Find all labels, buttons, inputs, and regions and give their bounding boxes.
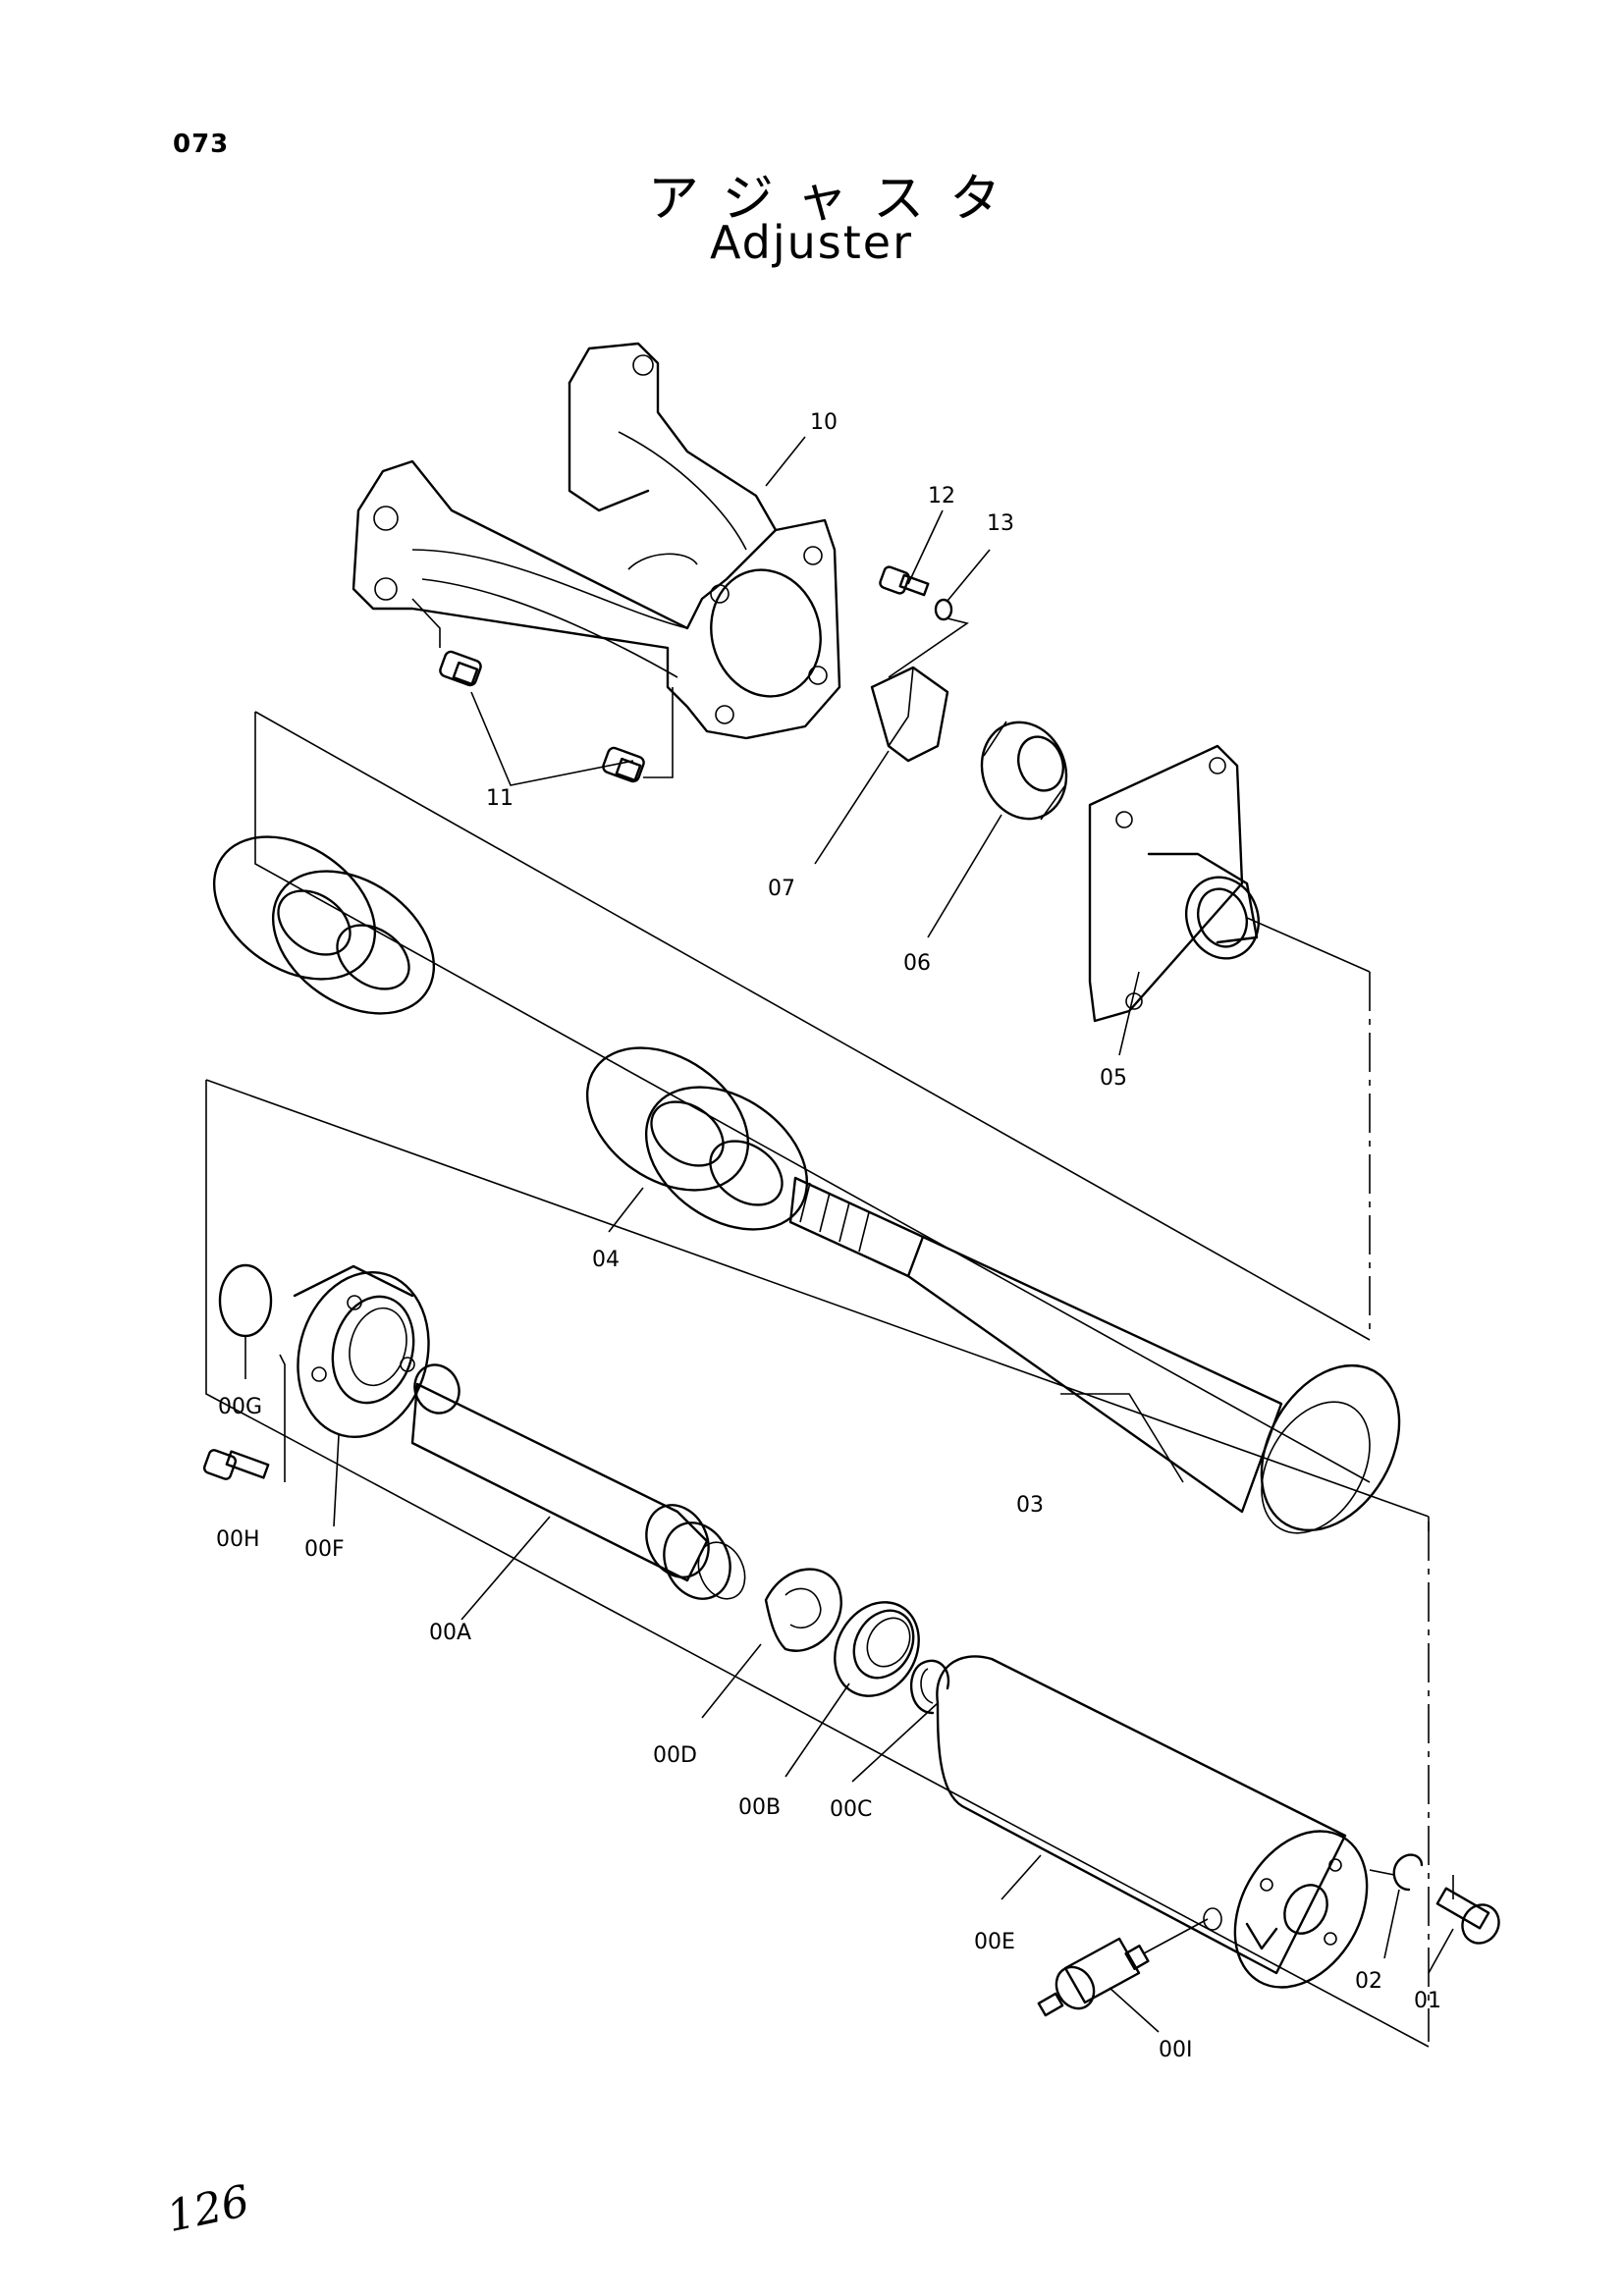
label-00E: 00E (974, 1930, 1015, 1954)
label-00A: 00A (429, 1621, 471, 1645)
label-11: 11 (486, 786, 514, 811)
label-06: 06 (903, 951, 931, 976)
label-12: 12 (928, 484, 955, 508)
rod-part-00A (410, 1363, 746, 1621)
seal-part-00B (784, 1601, 920, 1778)
spring-part-04 (212, 835, 809, 1231)
assembly-lines (205, 711, 1430, 2048)
leader-lines (244, 436, 1140, 1527)
title-japanese: アジャスタ (647, 170, 1027, 229)
title-english: Adjuster (709, 216, 913, 269)
valve-part-00I (1037, 1918, 1209, 2033)
plate-part-07 (870, 666, 949, 763)
bolt-part-00H (202, 1354, 286, 1482)
ring-part-00D (701, 1568, 842, 1719)
rod-part-03 (788, 1176, 1401, 1534)
label-00B: 00B (738, 1795, 781, 1820)
bolt-part-01 (1428, 1875, 1500, 1974)
label-00D: 00D (653, 1743, 697, 1768)
snap-ring-part-00C (851, 1659, 950, 1783)
bolt-part-12 (879, 565, 930, 597)
bolt-part-11 (411, 598, 674, 786)
label-00H: 00H (216, 1527, 260, 1552)
part-labels: 10 12 13 11 07 06 05 04 03 00G 00H 00F 0… (216, 410, 1441, 2062)
label-13: 13 (987, 511, 1014, 536)
label-00F: 00F (304, 1537, 345, 1562)
label-00G: 00G (218, 1395, 262, 1419)
label-04: 04 (592, 1248, 620, 1272)
washer-part-13 (888, 598, 969, 678)
cylinder-part-00E (936, 1655, 1369, 1989)
label-05: 05 (1100, 1066, 1127, 1091)
label-10: 10 (810, 410, 838, 435)
page-number: 073 (173, 130, 230, 159)
label-03: 03 (1016, 1493, 1044, 1518)
o-ring-part-00G (218, 1263, 273, 1338)
nut-part-06 (980, 721, 1068, 821)
washer-part-02 (1369, 1853, 1424, 1959)
label-02: 02 (1355, 1969, 1382, 1994)
cover-part-00F (293, 1264, 430, 1439)
bracket-part-10 (352, 342, 841, 740)
label-01: 01 (1414, 1989, 1441, 2013)
label-00C: 00C (830, 1797, 872, 1822)
label-00I: 00I (1159, 2038, 1192, 2062)
flange-part-05 (1088, 744, 1260, 1023)
label-07: 07 (768, 877, 795, 901)
